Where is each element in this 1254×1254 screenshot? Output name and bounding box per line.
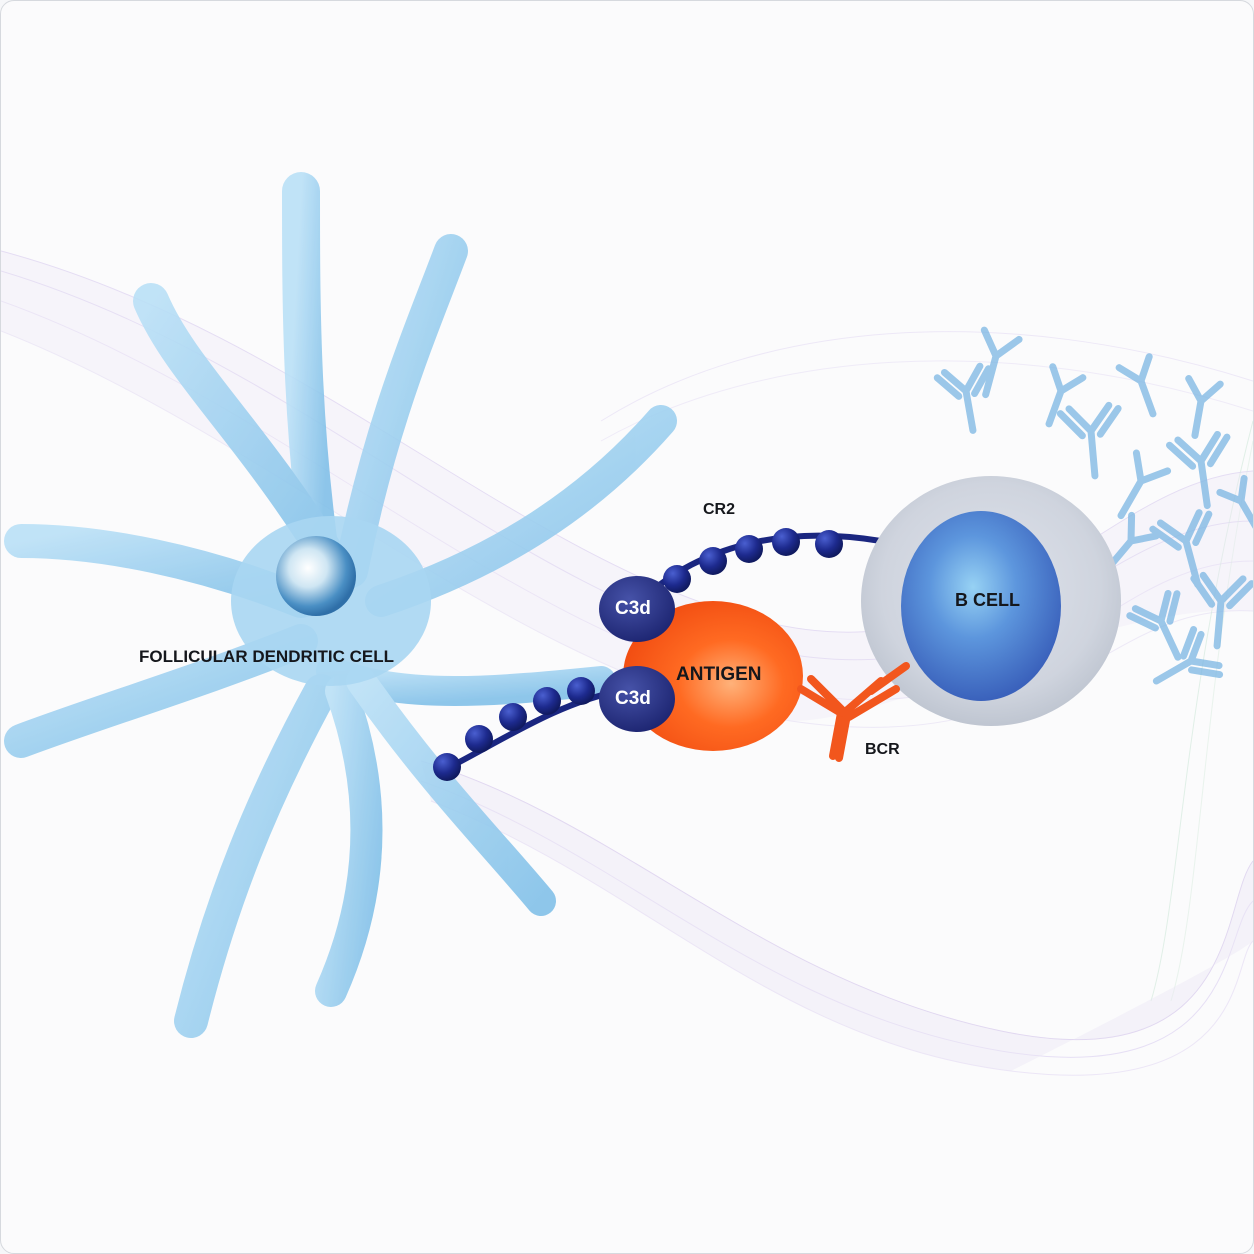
c3d-top-shape: [599, 576, 675, 642]
cr2-label: CR2: [703, 501, 736, 518]
b-cell-label: B CELL: [955, 590, 1020, 610]
c3d-top-label: C3d: [615, 598, 651, 619]
dendritic-cell-arms: [4, 172, 677, 1038]
fdc-label: FOLLICULAR DENDRITIC CELL: [139, 647, 394, 666]
bcr-receptor: [797, 662, 910, 762]
antigen-label: ANTIGEN: [676, 664, 762, 685]
antibody-cluster: [933, 326, 1253, 685]
ribbon-sheet-lower: [421, 761, 1253, 1071]
c3d-bottom-shape: [599, 666, 675, 732]
b-cell-nucleus: [901, 511, 1061, 701]
cr2-chain-top: [638, 528, 882, 604]
c3d-bottom-label: C3d: [615, 688, 651, 709]
dendritic-cell-nucleus: [276, 536, 356, 616]
bcr-label: BCR: [865, 741, 900, 758]
